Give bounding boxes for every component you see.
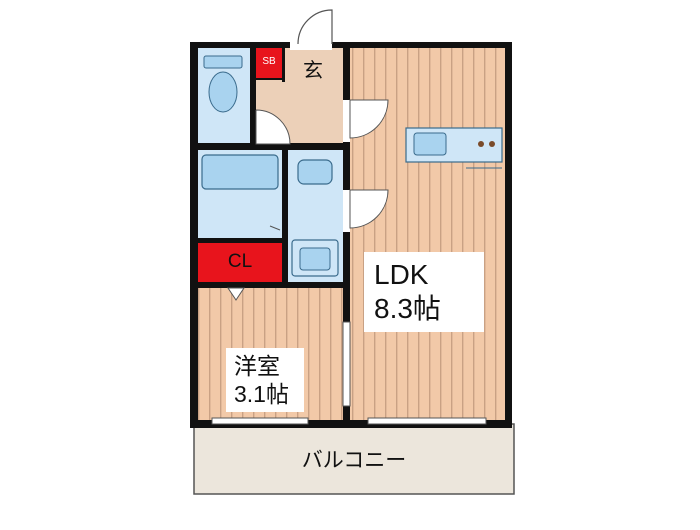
- wall-bath-right: [282, 150, 288, 288]
- stove-burner-1: [478, 141, 484, 147]
- ldk-label-box: LDK 8.3帖: [364, 252, 484, 332]
- washing-machine-drum: [299, 247, 331, 271]
- toilet-bowl: [208, 71, 238, 113]
- wall-western-top: [198, 282, 344, 288]
- entrance-label: 玄: [303, 60, 323, 82]
- toilet-door-swing: [255, 109, 291, 145]
- wash-door-gap: [343, 190, 350, 232]
- western-room-label-box: 洋室 3.1帖: [226, 348, 304, 412]
- wash-door-swing: [349, 189, 389, 229]
- entrance-door-gap: [290, 40, 332, 50]
- wall-closet-top: [198, 238, 282, 243]
- kitchen-sink: [413, 132, 447, 156]
- ldk-name: LDK: [374, 259, 429, 290]
- wall-horizontal-top: [198, 143, 344, 150]
- shoebox-area: [256, 48, 282, 78]
- window-ldk: [367, 417, 487, 425]
- window-western: [211, 417, 309, 425]
- wash-basin: [297, 159, 333, 185]
- closet-label: CL: [227, 251, 253, 272]
- wall-shoebox-right: [282, 48, 285, 82]
- toilet-tank: [203, 55, 243, 69]
- ldk-door-gap: [343, 100, 350, 142]
- western-room-size: 3.1帖: [234, 381, 289, 407]
- stove-burner-2: [489, 141, 495, 147]
- ldk-size: 8.3帖: [374, 293, 441, 324]
- bathtub: [201, 154, 279, 190]
- closet-door-mark: [227, 287, 245, 301]
- closet-area: [198, 243, 282, 282]
- ldk-door-swing: [349, 99, 389, 139]
- wall-ldk-left: [343, 48, 350, 420]
- western-room-name: 洋室: [234, 353, 280, 379]
- balcony-area: [193, 423, 515, 495]
- shoebox-label: SB: [262, 56, 276, 67]
- bath-door-line: [269, 225, 281, 231]
- entrance-door-swing: [297, 9, 333, 45]
- entrance-area: [284, 48, 344, 82]
- wall-toilet-right: [250, 48, 256, 144]
- balcony-label: バルコニー: [301, 449, 407, 472]
- sliding-door: [342, 321, 351, 407]
